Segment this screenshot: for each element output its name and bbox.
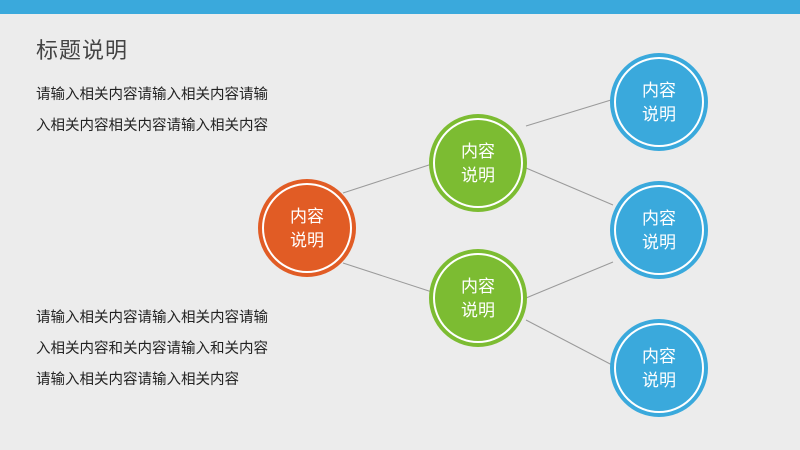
connector-branch-2-leaf-3 [525, 319, 615, 367]
node-branch-2: 内容 说明 [429, 249, 527, 347]
node-branch-1-ring [429, 114, 527, 212]
node-branch-1: 内容 说明 [429, 114, 527, 212]
node-branch-2-ring [429, 249, 527, 347]
text-block-2: 请输入相关内容请输入相关内容请输 入相关内容和关内容请输入和关内容 请输入相关内… [36, 303, 336, 396]
node-leaf-3: 内容 说明 [610, 319, 708, 417]
text-line: 入相关内容和关内容请输入和关内容 [36, 341, 268, 357]
page-title: 标题说明 [36, 39, 129, 64]
text-line: 请输入相关内容请输入相关内容请输 [36, 87, 268, 103]
text-line: 请输入相关内容请输入相关内容请输 [36, 310, 268, 326]
node-root-label-1: 内容 [290, 207, 324, 227]
text-line: 入相关内容相关内容请输入相关内容 [36, 118, 268, 134]
node-branch-2-label-2: 说明 [461, 301, 495, 321]
node-leaf-3-ring [610, 319, 708, 417]
connector-branch-2-leaf-2 [525, 261, 614, 299]
node-leaf-1: 内容 说明 [610, 53, 708, 151]
node-leaf-2-label-1: 内容 [642, 209, 676, 229]
connector-root-branch-1 [342, 163, 433, 194]
connector-root-branch-2 [342, 262, 433, 293]
node-branch-1-label-1: 内容 [461, 142, 495, 162]
node-branch-1-label-2: 说明 [461, 166, 495, 186]
node-leaf-1-label-2: 说明 [642, 105, 676, 125]
connector-branch-1-leaf-1 [525, 99, 612, 127]
node-branch-2-label-1: 内容 [461, 277, 495, 297]
node-root-ring [258, 179, 356, 277]
node-leaf-1-ring [610, 53, 708, 151]
node-leaf-3-label-1: 内容 [642, 347, 676, 367]
node-root: 内容 说明 [258, 179, 356, 277]
text-line: 请输入相关内容请输入相关内容 [36, 372, 239, 388]
connector-branch-1-leaf-2 [525, 167, 614, 206]
text-block-1: 请输入相关内容请输入相关内容请输 入相关内容相关内容请输入相关内容 [36, 80, 336, 142]
node-leaf-1-label-1: 内容 [642, 81, 676, 101]
node-leaf-3-label-2: 说明 [642, 371, 676, 391]
top-accent-bar [0, 0, 800, 14]
node-root-label-2: 说明 [290, 231, 324, 251]
node-leaf-2-label-2: 说明 [642, 233, 676, 253]
node-leaf-2: 内容 说明 [610, 181, 708, 279]
node-leaf-2-ring [610, 181, 708, 279]
